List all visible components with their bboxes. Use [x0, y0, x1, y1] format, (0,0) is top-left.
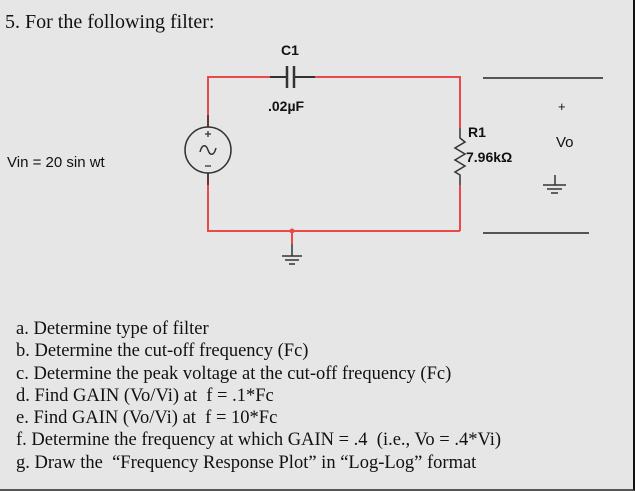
- question-b: b. Determine the cut-off frequency (Fc): [16, 341, 309, 362]
- wire-top-right: [315, 76, 461, 128]
- capacitor-c1-symbol: [270, 66, 315, 88]
- output-ground-icon: [543, 175, 566, 194]
- wire-bottom: [207, 173, 460, 232]
- capacitor-name: C1: [281, 42, 299, 58]
- input-voltage-label: Vin = 20 sin wt: [7, 154, 105, 171]
- resistor-name: R1: [468, 124, 486, 140]
- output-terminals: [483, 77, 603, 234]
- question-c: c. Determine the peak voltage at the cut…: [16, 363, 452, 384]
- output-voltage-label: Vo: [556, 134, 574, 151]
- question-g: g. Draw the “Frequency Response Plot” in…: [16, 452, 477, 473]
- resistor-value: 7.96kΩ: [466, 149, 513, 165]
- question-list: a. Determine type of filter b. Determine…: [16, 318, 501, 474]
- capacitor-value: .02µF: [268, 98, 305, 114]
- plus-icon: [205, 131, 211, 137]
- question-e: e. Find GAIN (Vo/Vi) at f = 10*Fc: [16, 408, 278, 429]
- output-plus-label: +: [558, 99, 566, 114]
- wire-top-left: [207, 76, 270, 127]
- circuit-wires: [207, 76, 461, 244]
- question-f: f. Determine the frequency at which GAIN…: [16, 430, 502, 451]
- ground-icon: [282, 228, 302, 265]
- problem-heading: 5. For the following filter:: [5, 11, 215, 33]
- ac-source-symbol: [184, 115, 232, 185]
- question-a: a. Determine type of filter: [16, 319, 209, 339]
- sine-wave-icon: [199, 145, 217, 155]
- question-d: d. Find GAIN (Vo/Vi) at f = .1*Fc: [16, 385, 274, 406]
- resistor-r1-symbol: [453, 128, 467, 185]
